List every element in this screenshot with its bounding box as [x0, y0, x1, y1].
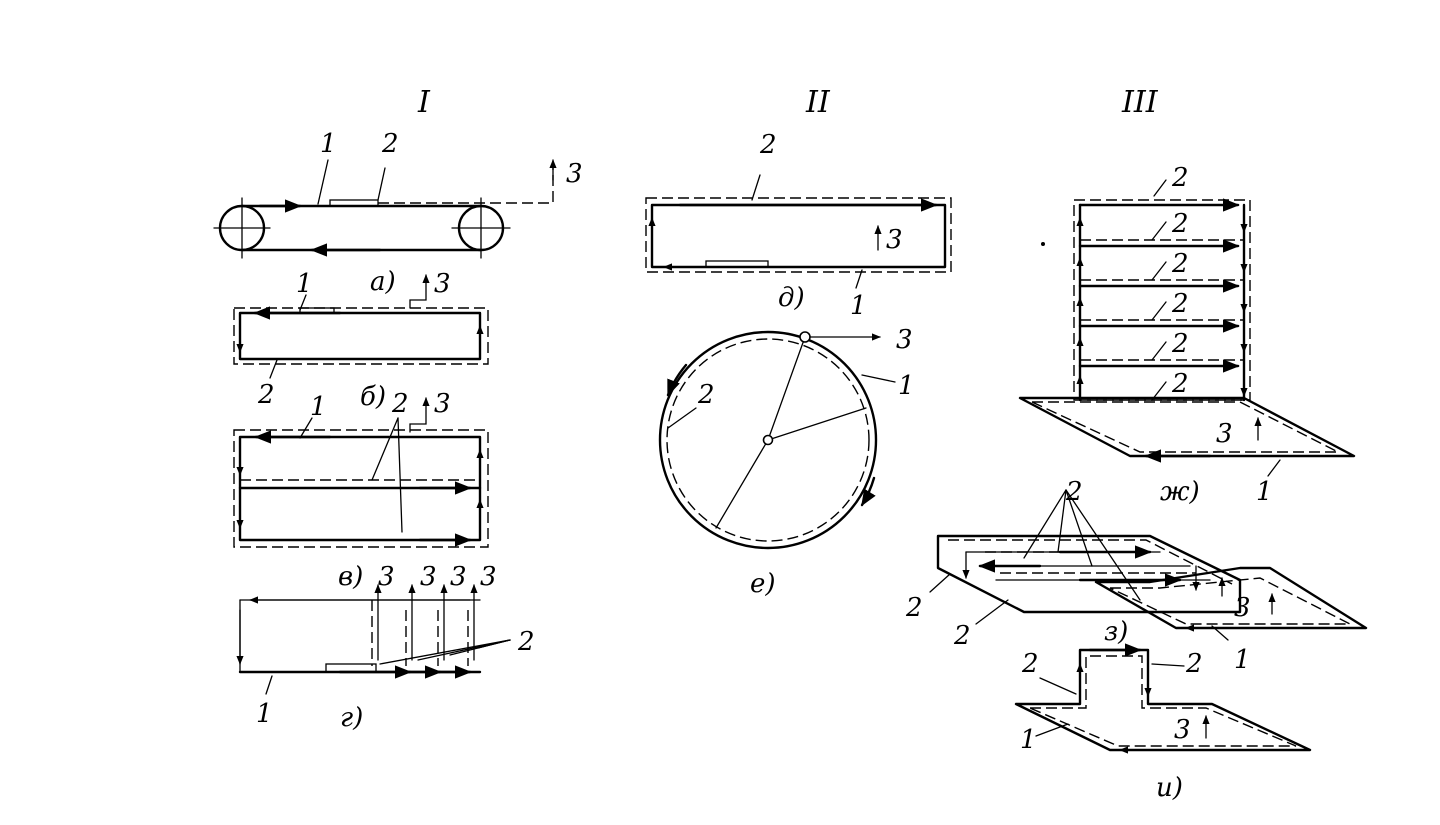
- label-1: 1: [320, 129, 337, 159]
- scheme-i: 2 2 3 1 и): [1014, 643, 1312, 803]
- label-2: 2: [1065, 477, 1083, 507]
- subfig-zh: ж): [1160, 477, 1200, 507]
- section-title-1: I: [417, 85, 431, 120]
- scheme-g: 3 3 3 3 2 1 г): [236, 562, 535, 733]
- label-1: 1: [850, 291, 867, 321]
- section-title-3: III: [1121, 85, 1159, 120]
- label-2: 2: [953, 621, 971, 651]
- subfig-a: а): [370, 267, 396, 297]
- subfig-d: д): [778, 283, 805, 313]
- label-1: 1: [310, 392, 327, 422]
- label-2: 2: [1171, 209, 1189, 239]
- label-3: 3: [420, 562, 437, 592]
- section-title-2: II: [805, 85, 831, 120]
- label-3: 3: [450, 562, 467, 592]
- label-2: 2: [905, 593, 923, 623]
- subfig-b: б): [360, 382, 386, 412]
- label-3: 3: [1216, 419, 1233, 449]
- label-2: 2: [1171, 163, 1189, 193]
- belt-loop-b: [238, 311, 482, 361]
- base-belt-zh: [1018, 396, 1356, 458]
- label-1: 1: [256, 699, 273, 729]
- label-2: 2: [381, 129, 399, 159]
- shelves: [1076, 198, 1248, 401]
- label-2: 2: [1171, 329, 1189, 359]
- scheme-a: 1 2 3 а): [213, 129, 583, 297]
- label-3: 3: [434, 269, 451, 299]
- label-2: 2: [517, 627, 535, 657]
- label-2: 2: [1021, 649, 1039, 679]
- label-3: 3: [378, 562, 395, 592]
- output-line-a: [378, 165, 554, 204]
- subfig-g: г): [340, 703, 363, 733]
- carousel-circle: [658, 330, 878, 550]
- scheme-d: 2 3 1 д): [645, 130, 952, 321]
- label-1: 1: [1234, 645, 1251, 675]
- label-2: 2: [391, 389, 409, 419]
- label-2: 2: [1185, 649, 1203, 679]
- subfig-v: в): [338, 562, 363, 592]
- subfig-z: з): [1104, 617, 1128, 647]
- label-2: 2: [1171, 249, 1189, 279]
- label-1: 1: [898, 371, 915, 401]
- scheme-z: 2 2 2 3 1 з): [905, 477, 1368, 675]
- label-3: 3: [1174, 715, 1191, 745]
- label-2: 2: [759, 130, 777, 160]
- subfig-e: е): [750, 569, 776, 599]
- tray-z: [936, 534, 1242, 614]
- label-3: 3: [886, 225, 903, 255]
- scheme-b: 1 3 2 б): [233, 269, 489, 412]
- label-3: 3: [566, 159, 583, 189]
- label-2: 2: [1171, 369, 1189, 399]
- label-1: 1: [1020, 725, 1037, 755]
- label-1: 1: [1256, 477, 1273, 507]
- scheme-e: 3 2 1 е): [658, 325, 915, 599]
- label-3: 3: [1234, 593, 1251, 623]
- label-2: 2: [257, 380, 275, 410]
- subfig-i: и): [1156, 773, 1183, 803]
- label-2: 2: [697, 380, 715, 410]
- label-2: 2: [1171, 289, 1189, 319]
- lower-belt-z: [1094, 566, 1368, 630]
- label-3: 3: [896, 325, 913, 355]
- scheme-v: 1 2 3 в): [233, 389, 489, 592]
- label-1: 1: [296, 269, 313, 299]
- label-3: 3: [434, 389, 451, 419]
- label-3: 3: [480, 562, 497, 592]
- scheme-zh: 2 2 2 2 2 2 3 1 ж): [1018, 163, 1356, 507]
